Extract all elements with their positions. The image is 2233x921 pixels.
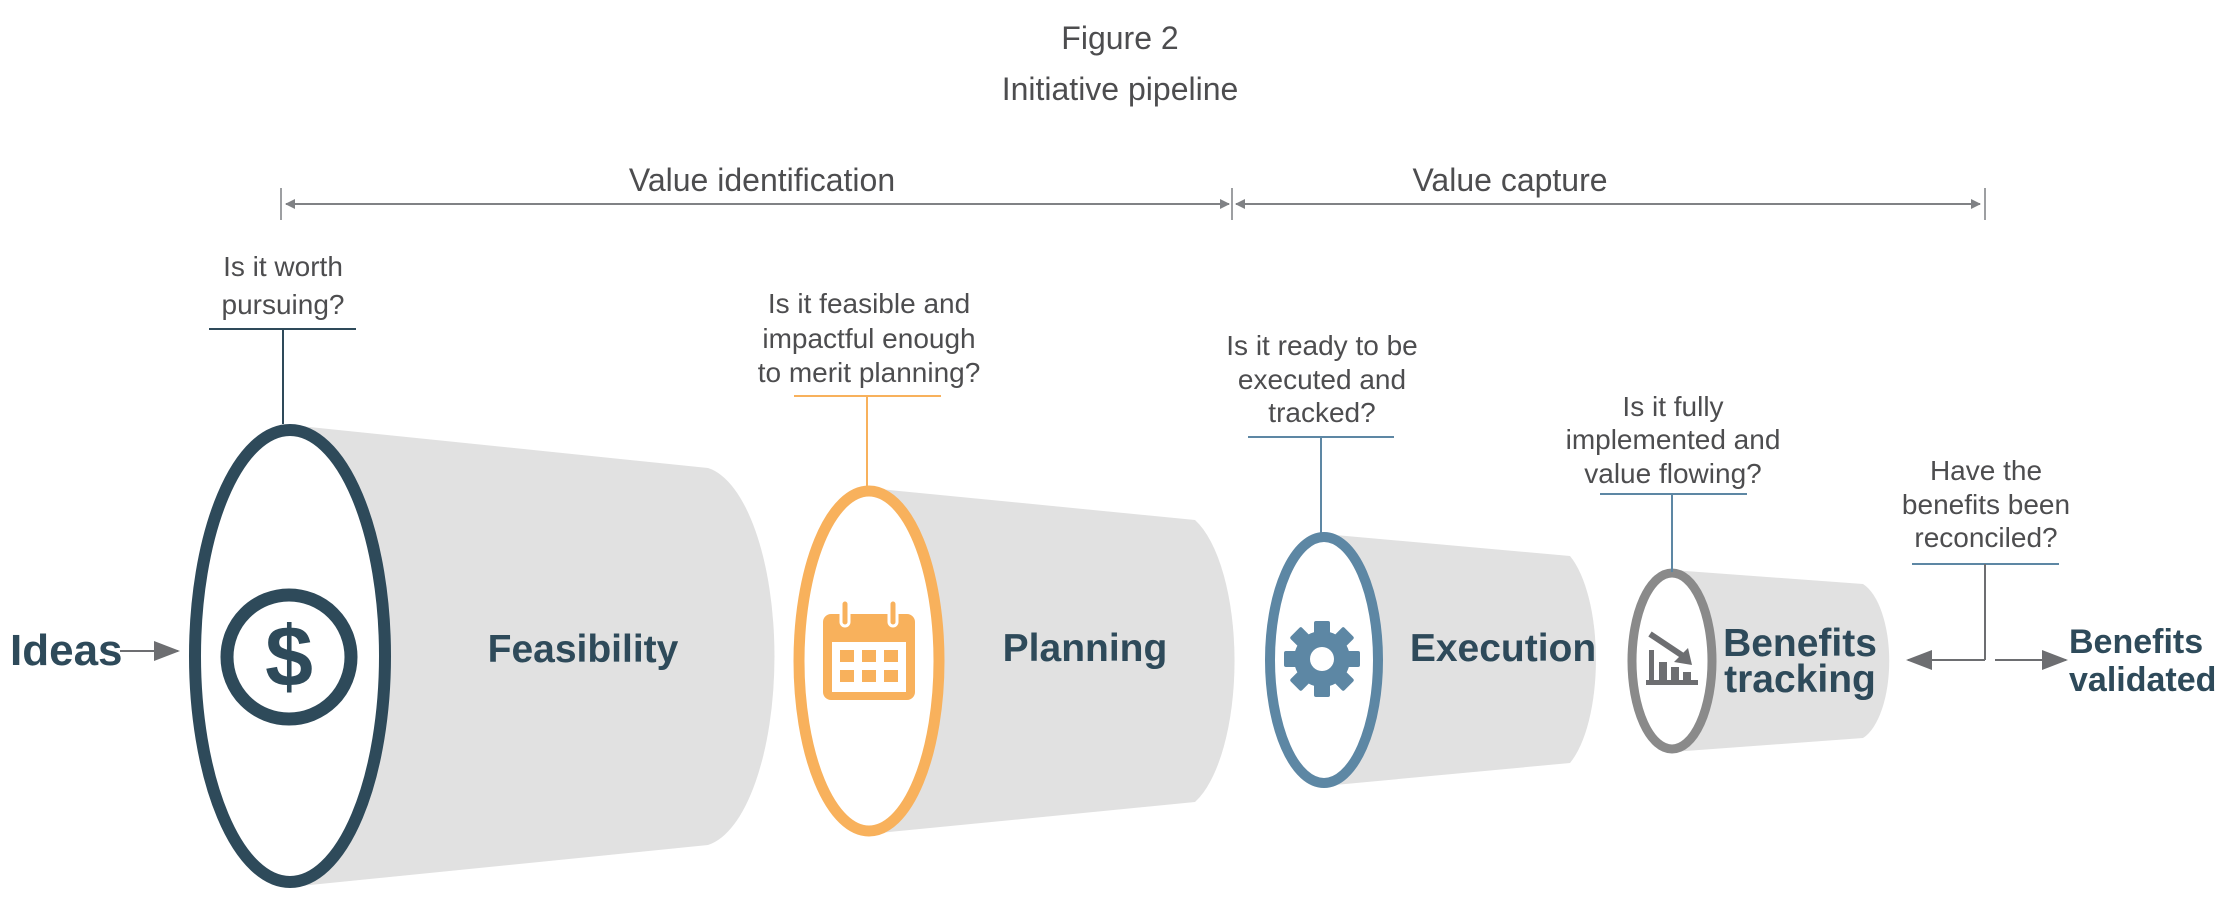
- svg-text:tracked?: tracked?: [1268, 397, 1375, 428]
- svg-text:Have the: Have the: [1930, 455, 2042, 486]
- calendar-icon: [823, 598, 915, 700]
- question-feasibility: Is it worth pursuing?: [209, 251, 356, 424]
- svg-text:reconciled?: reconciled?: [1914, 522, 2057, 553]
- stage-label-benefits-tracking-2: tracking: [1724, 658, 1876, 701]
- svg-text:to merit planning?: to merit planning?: [758, 357, 981, 388]
- funnel-body-feasibility: [290, 425, 775, 887]
- funnel-body-planning: [869, 488, 1235, 834]
- svg-text:$: $: [265, 609, 313, 705]
- svg-text:Is it worth: Is it worth: [223, 251, 343, 282]
- span-value-capture: Value capture: [1235, 162, 1986, 220]
- svg-text:executed and: executed and: [1238, 364, 1406, 395]
- figure-label: Figure 2: [1061, 20, 1178, 56]
- svg-text:impactful enough: impactful enough: [762, 323, 975, 354]
- svg-text:pursuing?: pursuing?: [222, 289, 345, 320]
- question-benefits-tracking: Is it fully implemented and value flowin…: [1566, 391, 1781, 572]
- stage-label-benefits-tracking-1: Benefits: [1723, 622, 1877, 665]
- funnel-body-benefits: [1672, 570, 1890, 752]
- span-label: Value capture: [1412, 162, 1607, 198]
- span-value-identification: Value identification: [280, 162, 1233, 220]
- dollar-icon: $: [220, 588, 358, 726]
- funnel-rim-feasibility: [189, 424, 391, 888]
- ideas-label: Ideas: [10, 626, 123, 675]
- funnel-body-execution: [1324, 534, 1596, 786]
- figure-title: Initiative pipeline: [1002, 71, 1239, 107]
- funnel-rim-benefits: [1627, 568, 1717, 754]
- svg-text:Is it feasible and: Is it feasible and: [768, 288, 970, 319]
- benefits-validated-label-1: Benefits: [2069, 623, 2203, 661]
- question-planning: Is it feasible and impactful enough to m…: [758, 288, 981, 488]
- svg-text:Is it ready to be: Is it ready to be: [1226, 330, 1417, 361]
- svg-text:Is it fully: Is it fully: [1622, 391, 1723, 422]
- benefits-validated-label-2: validated: [2069, 661, 2216, 699]
- question-reconciliation: Have the benefits been reconciled?: [1902, 455, 2070, 660]
- svg-text:benefits been: benefits been: [1902, 489, 2070, 520]
- question-execution: Is it ready to be executed and tracked?: [1226, 330, 1418, 536]
- svg-text:value flowing?: value flowing?: [1584, 458, 1761, 489]
- span-label: Value identification: [629, 162, 895, 198]
- svg-text:implemented and: implemented and: [1566, 424, 1781, 455]
- gear-icon: [1284, 621, 1360, 697]
- stage-label-planning: Planning: [1003, 627, 1168, 670]
- stage-label-execution: Execution: [1410, 627, 1596, 670]
- stage-label-feasibility: Feasibility: [488, 628, 679, 671]
- declining-chart-icon: [1646, 631, 1698, 685]
